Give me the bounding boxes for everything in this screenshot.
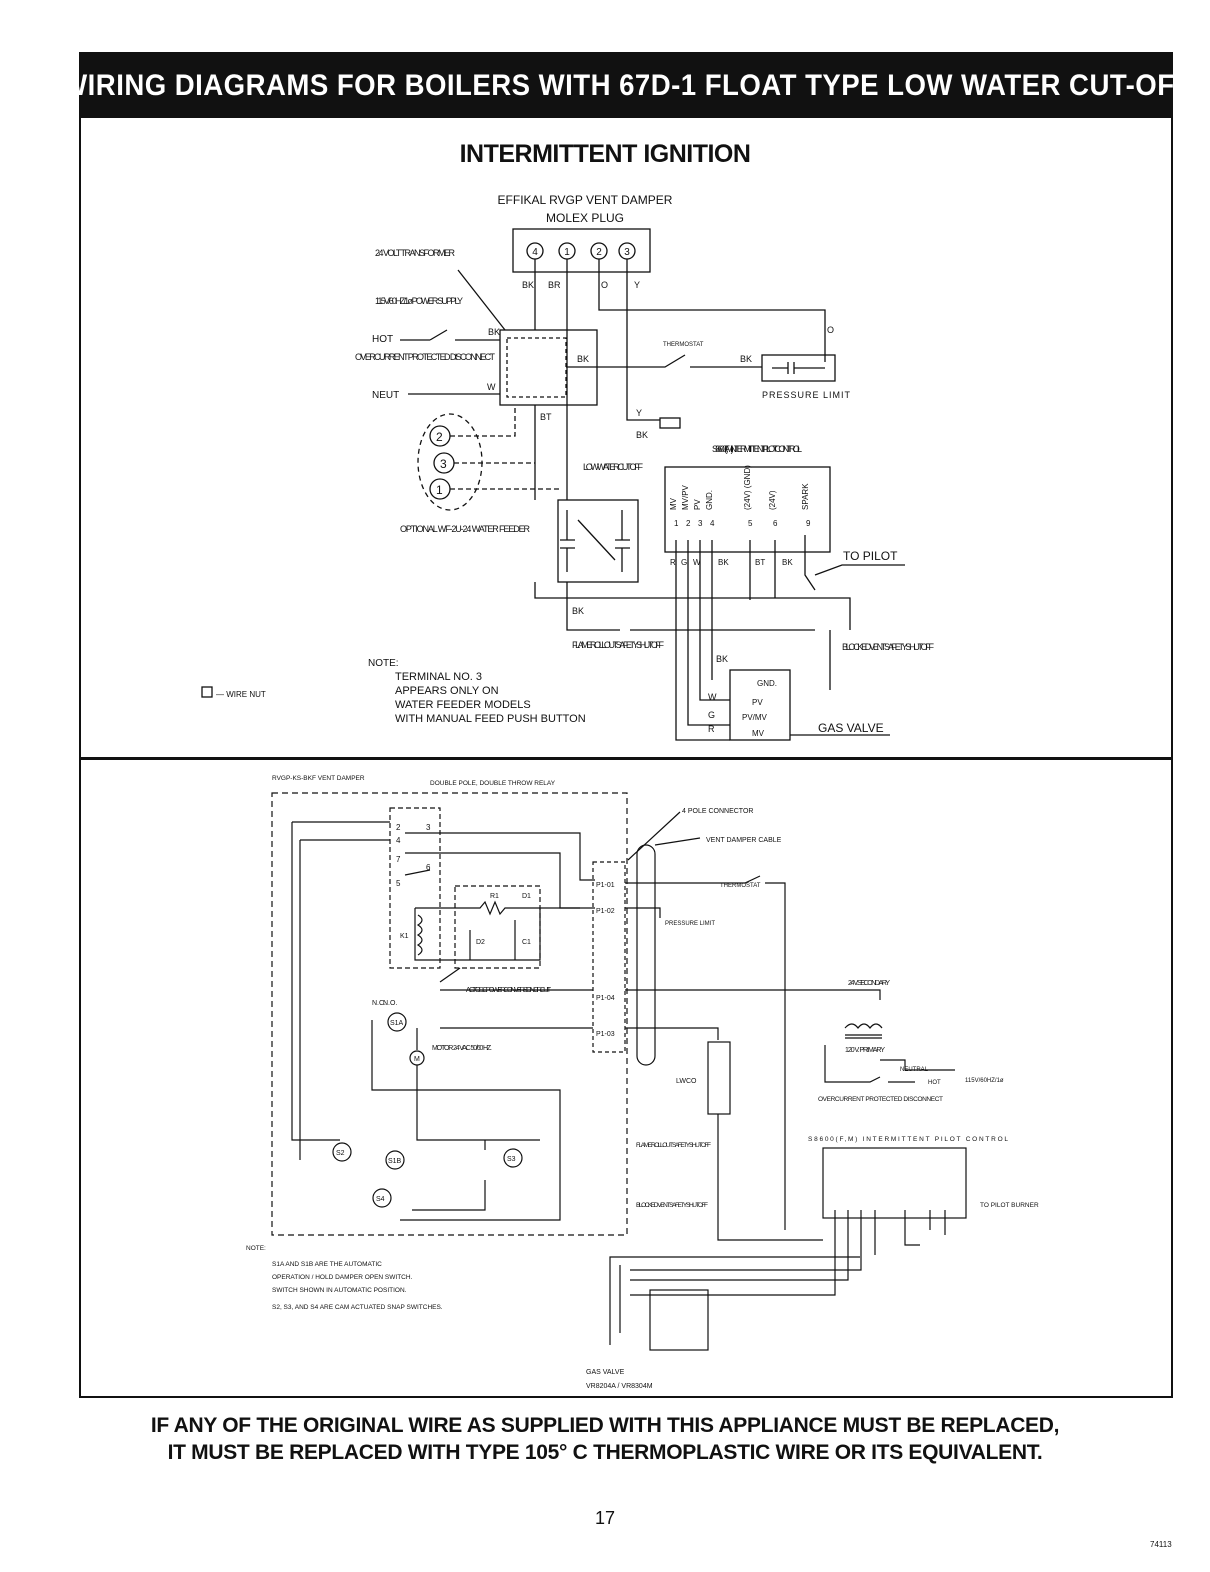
wire-code: BK — [636, 430, 648, 440]
wire-code: Y — [636, 408, 642, 418]
warning-line-1: IF ANY OF THE ORIGINAL WIRE AS SUPPLIED … — [150, 1414, 1060, 1437]
wire-code: R — [708, 724, 715, 734]
pin-label: 1 — [564, 247, 570, 258]
wire-code: BK — [577, 354, 589, 364]
svg-text:GND.: GND. — [705, 490, 714, 510]
svg-text:GND.: GND. — [757, 679, 777, 688]
svg-text:4: 4 — [710, 519, 715, 528]
feeder-terminal-label: 1 — [436, 483, 443, 497]
neut-label: NEUT — [372, 390, 399, 401]
vent-damper-label: EFFIKAL RVGP VENT DAMPER — [498, 193, 673, 207]
feeder-terminal-label: 3 — [440, 457, 447, 471]
valve-terminals: GND. PV PV/MV MV — [742, 679, 777, 738]
molex-plug — [512, 228, 651, 273]
svg-text:(24V): (24V) — [768, 490, 777, 510]
svg-text:6: 6 — [773, 519, 778, 528]
svg-text:3: 3 — [698, 519, 703, 528]
gas-valve — [729, 669, 791, 741]
note-line: TERMINAL NO. 3 — [395, 671, 482, 683]
feeder-label: OPTIONAL WF-2U-24 WATER FEEDER — [400, 524, 531, 534]
svg-text:PV/MV: PV/MV — [742, 713, 768, 722]
wire-code: BK — [716, 654, 728, 664]
svg-text:BT: BT — [755, 558, 765, 567]
water-feeder — [417, 413, 483, 511]
pressure-limit-label: PRESSURE LIMIT — [762, 390, 851, 400]
pin-label: 2 — [596, 247, 602, 258]
wire-nut-icon — [659, 417, 681, 429]
intermittent-ignition-diagram: EFFIKAL RVGP VENT DAMPER MOLEX PLUG 4 1 … — [201, 193, 935, 741]
note-line: APPEARS ONLY ON — [395, 685, 499, 697]
section-divider — [79, 757, 1173, 760]
wire-nut-legend: — WIRE NUT — [216, 690, 266, 699]
wire-code: BK — [740, 354, 752, 364]
wire-code: BR — [548, 280, 561, 290]
diagram-frame — [79, 52, 1173, 1398]
svg-text:1: 1 — [674, 519, 679, 528]
svg-text:MV/PV: MV/PV — [681, 484, 690, 510]
control-terminals: MV MV/PV PV GND. (24V) (GND) (24V) SPARK… — [669, 465, 811, 567]
thermostat-label: THERMOSTAT — [663, 342, 704, 348]
pilot-control — [664, 466, 831, 553]
hot-label: HOT — [372, 334, 393, 345]
svg-text:PV: PV — [752, 698, 763, 707]
note-label: NOTE: — [368, 658, 399, 669]
low-water-cut-off — [557, 499, 639, 583]
note-line: WATER FEEDER MODELS — [395, 699, 531, 711]
svg-text:BK: BK — [782, 558, 793, 567]
svg-text:W: W — [693, 558, 701, 567]
svg-text:BK: BK — [718, 558, 729, 567]
wire-code: G — [708, 710, 715, 720]
wire-code: BK — [572, 606, 584, 616]
svg-text:G: G — [681, 558, 687, 567]
wire-code: BK — [488, 327, 500, 337]
pressure-limit-switch — [761, 354, 836, 382]
section-title: INTERMITTENT IGNITION — [459, 140, 751, 168]
svg-text:PV: PV — [693, 499, 702, 510]
doc-code: 74113 — [1150, 1540, 1172, 1549]
wire-code: W — [487, 382, 496, 392]
wire-code: O — [827, 325, 834, 335]
page-title: WIRING DIAGRAMS FOR BOILERS WITH 67D-1 F… — [61, 54, 1191, 118]
to-pilot-label: TO PILOT — [843, 549, 898, 563]
lwco-label: LOW WATER CUT OFF — [583, 462, 644, 472]
wire-code: O — [601, 280, 608, 290]
svg-text:R: R — [670, 558, 676, 567]
svg-text:9: 9 — [806, 519, 811, 528]
svg-text:MV: MV — [752, 729, 765, 738]
wire-code: BT — [540, 412, 552, 422]
wire-code: Y — [634, 280, 640, 290]
svg-text:5: 5 — [748, 519, 753, 528]
wire-nut-icon — [201, 686, 213, 698]
feeder-terminal-label: 2 — [436, 430, 443, 444]
svg-text:2: 2 — [686, 519, 691, 528]
supply-label: 115V/60HZ/1ø POWER SUPPLY — [375, 296, 463, 306]
rollout-label: FLAME ROLLOUT SAFETY SHUTOFF — [572, 640, 665, 650]
molex-label: MOLEX PLUG — [546, 211, 624, 225]
note-line: WITH MANUAL FEED PUSH BUTTON — [395, 713, 586, 725]
wire-code: BK — [522, 280, 534, 290]
transformer-label: 24 VOLT TRANSFORMER — [375, 248, 456, 258]
svg-text:MV: MV — [669, 497, 678, 510]
svg-text:(24V) (GND): (24V) (GND) — [743, 465, 752, 510]
gas-valve-label: GAS VALVE — [818, 721, 884, 735]
svg-text:SPARK: SPARK — [801, 483, 810, 510]
wire-code: W — [708, 692, 717, 702]
pin-label: 3 — [624, 247, 630, 258]
control-label: S8600(F,M) INTERMITTENT PILOT CONTROL — [712, 444, 802, 454]
blocked-vent-label: BLOCKED VENT SAFETY SHUTOFF — [842, 642, 935, 652]
pin-label: 4 — [532, 247, 538, 258]
disconnect-label: OVERCURRENT PROTECTED DISCONNECT — [355, 352, 496, 362]
warning-line-2: IT MUST BE REPLACED WITH TYPE 105° C THE… — [167, 1441, 1043, 1464]
page-number: 17 — [594, 1508, 616, 1528]
